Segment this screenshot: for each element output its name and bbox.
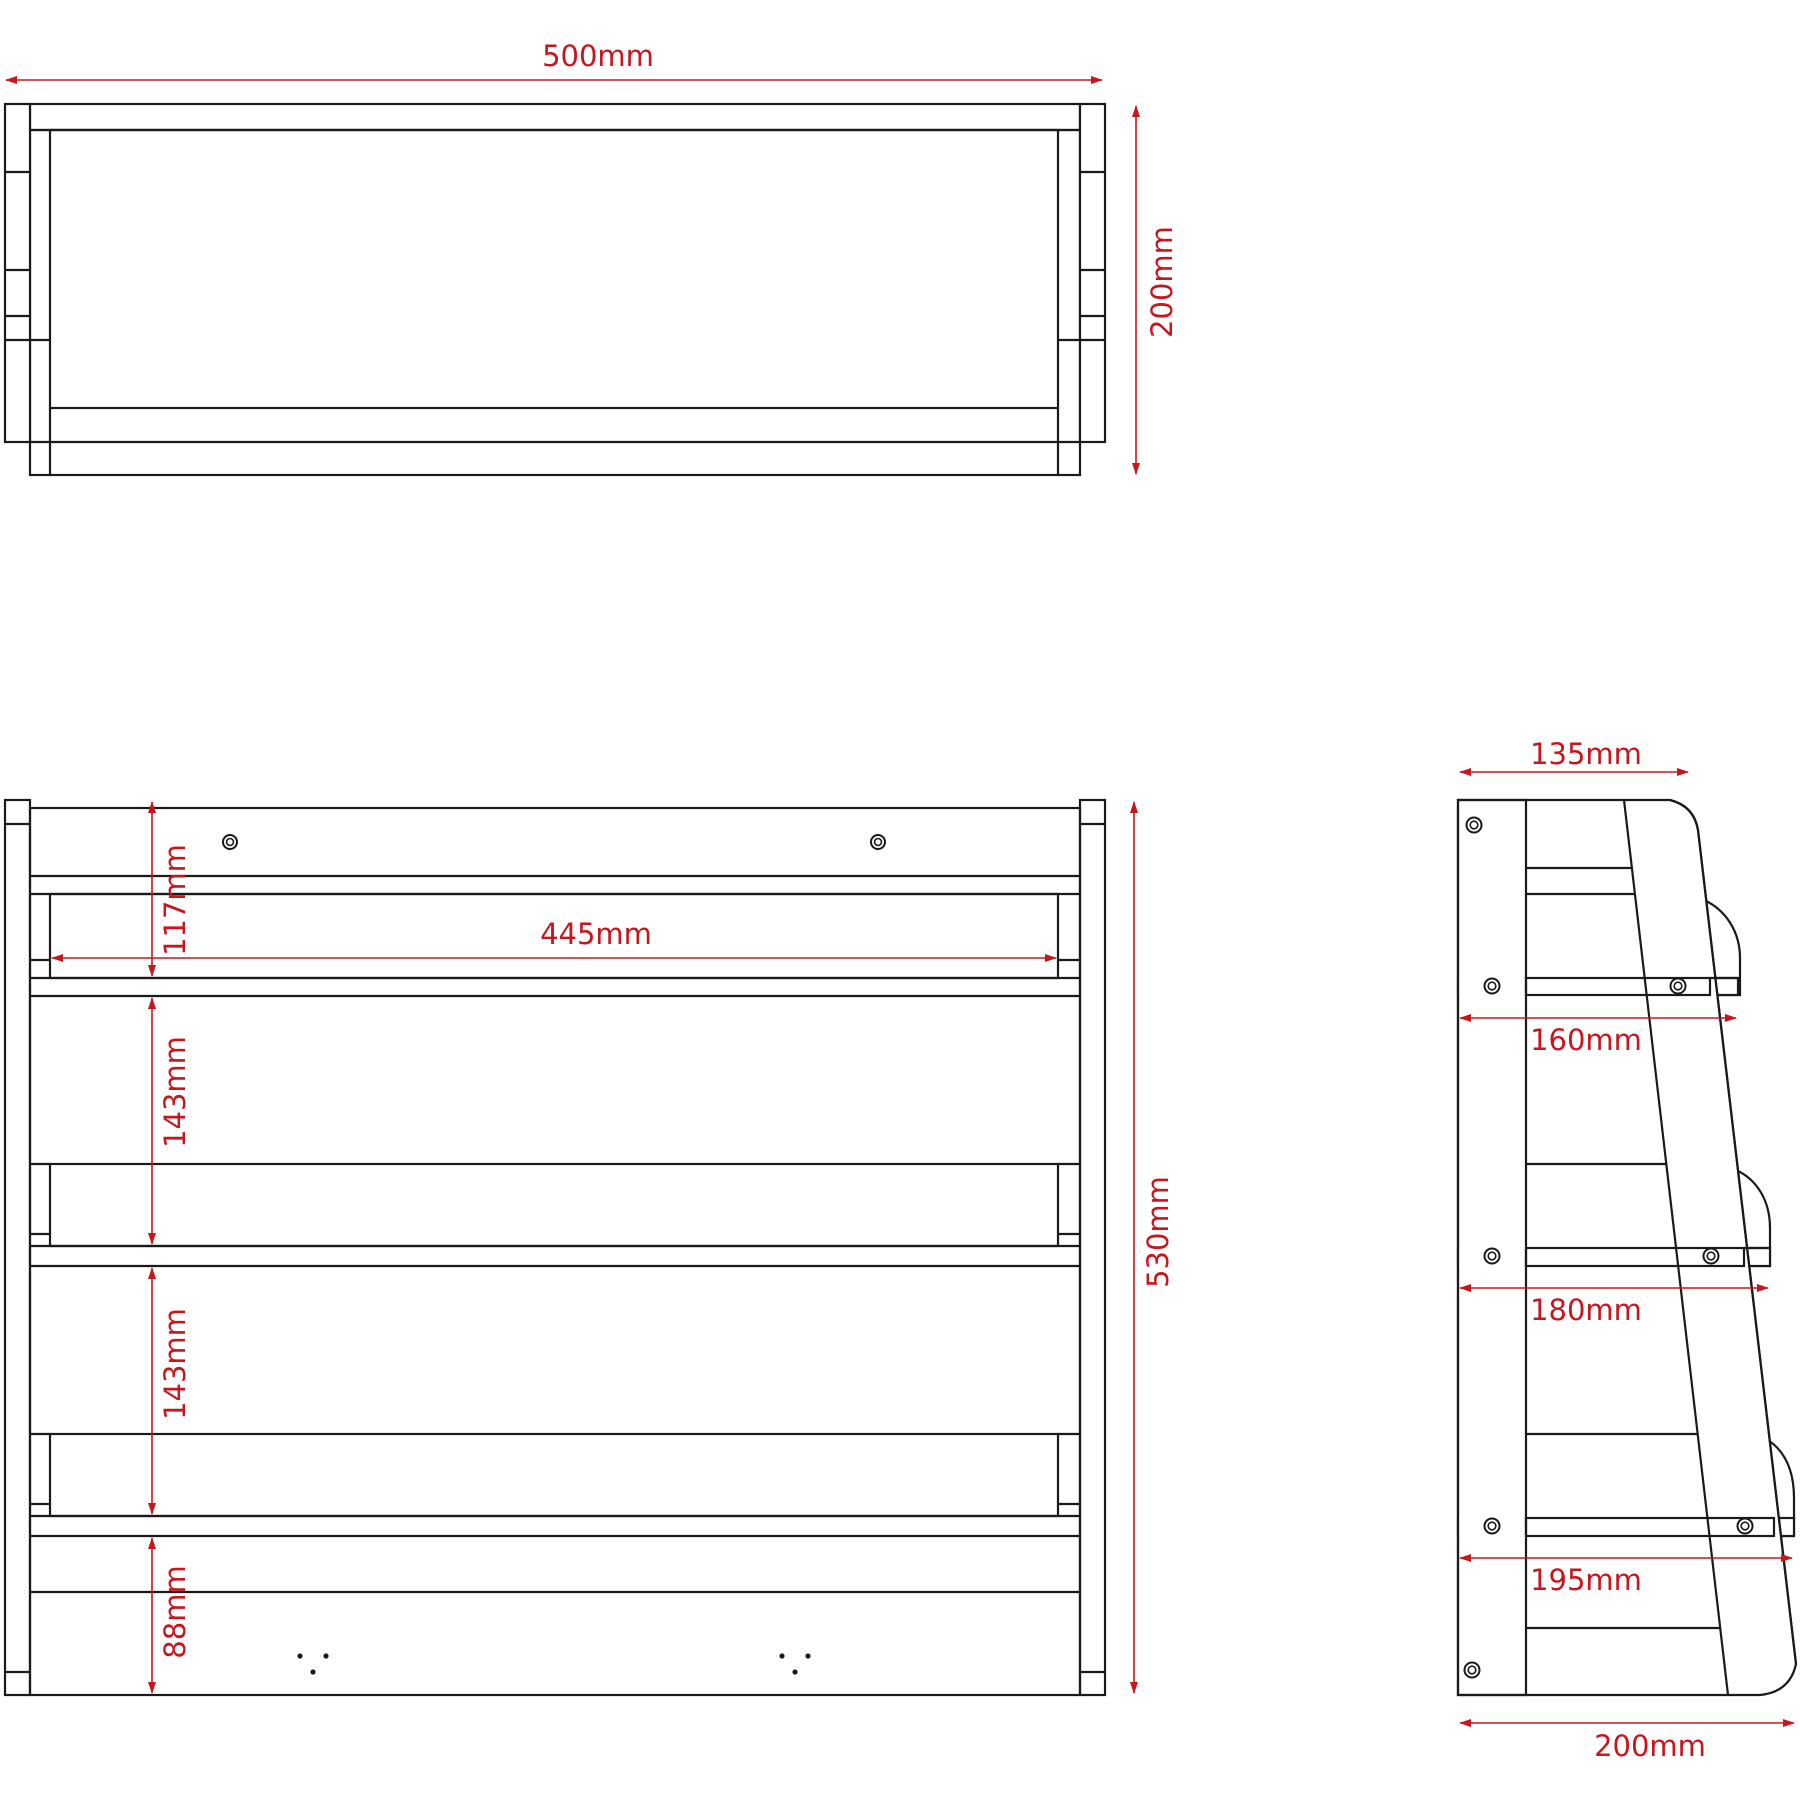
side-view-screw-7 xyxy=(1736,1517,1754,1535)
dim-label-inner-width: 445mm xyxy=(540,917,652,951)
side-view-screw-8 xyxy=(1463,1661,1481,1679)
front-view: 445mm 530mm 117mm 143mm 143mm 88mm xyxy=(3,798,1175,1697)
top-view-back-rail xyxy=(28,102,1082,132)
front-view-screw-right xyxy=(870,834,886,850)
top-view: 500mm 200mm xyxy=(3,39,1179,477)
front-view-shelf-1 xyxy=(30,892,1080,998)
side-view-slanted-leg-inner xyxy=(1622,799,1730,1696)
front-view-holes-right xyxy=(779,1653,811,1675)
side-view-screw-6 xyxy=(1483,1517,1501,1535)
dim-label-gap-4: 88mm xyxy=(158,1565,192,1658)
front-view-back-panel xyxy=(28,806,1082,1697)
front-view-holes-left xyxy=(297,1653,329,1675)
dim-label-gap-2: 143mm xyxy=(158,1036,192,1148)
front-view-shelf-3 xyxy=(30,1432,1080,1538)
side-view-screw-5 xyxy=(1702,1247,1720,1265)
dim-label-overall-depth: 200mm xyxy=(1145,226,1179,338)
front-view-shelf-2 xyxy=(30,1162,1080,1268)
dim-label-base-depth: 200mm xyxy=(1594,1729,1706,1763)
top-view-right-side-panel xyxy=(1058,102,1107,444)
dim-label-gap-3: 143mm xyxy=(158,1308,192,1420)
front-view-right-post xyxy=(1078,798,1107,1697)
dim-label-gap-1: 117mm xyxy=(158,844,192,956)
front-view-screw-left xyxy=(222,834,238,850)
dim-label-shelf-2-depth: 180mm xyxy=(1530,1293,1642,1327)
side-view-screw-4 xyxy=(1483,1247,1501,1265)
side-view-screw-1 xyxy=(1465,816,1483,834)
front-view-left-post xyxy=(3,798,32,1697)
side-view-back-upright xyxy=(1456,798,1528,1697)
dim-label-overall-width: 500mm xyxy=(542,39,654,73)
dim-label-shelf-3-depth: 195mm xyxy=(1530,1563,1642,1597)
top-view-left-side-panel xyxy=(3,102,50,444)
dim-label-top-depth: 135mm xyxy=(1530,737,1642,771)
side-view-screw-2 xyxy=(1483,977,1501,995)
top-view-inner-panel xyxy=(48,128,1060,410)
top-view-shelf-outline xyxy=(28,128,1082,477)
dim-label-overall-height: 530mm xyxy=(1141,1176,1175,1288)
side-view: 135mm 160mm 180mm 195mm 200mm xyxy=(1456,737,1798,1763)
dim-label-shelf-1-depth: 160mm xyxy=(1530,1023,1642,1057)
side-view-screw-3 xyxy=(1669,977,1687,995)
